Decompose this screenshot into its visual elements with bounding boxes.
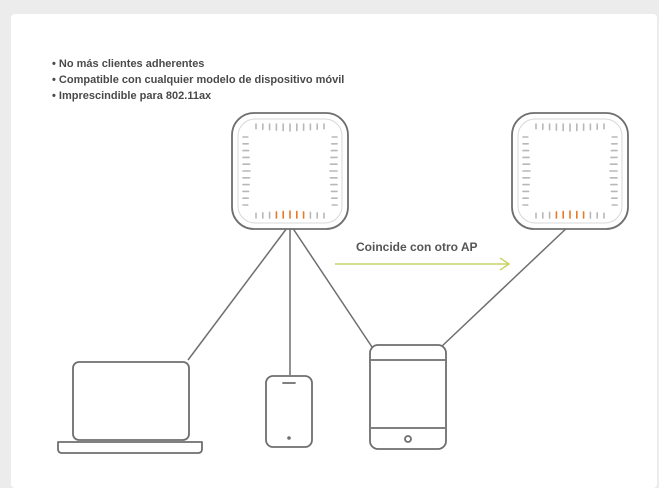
ap-inner-ring xyxy=(517,118,623,224)
connection-lines xyxy=(187,223,572,375)
laptop-icon xyxy=(57,361,203,454)
feature-list: No más clientes adherentes Compatible co… xyxy=(52,56,344,104)
smartphone-icon xyxy=(265,375,313,448)
ap-body xyxy=(231,112,349,230)
arrow-label: Coincide con otro AP xyxy=(356,240,478,254)
ap-inner-ring xyxy=(237,118,343,224)
tablet-icon xyxy=(369,344,447,450)
wireless-access-point-icon xyxy=(231,112,349,230)
arrow-right-icon xyxy=(335,257,511,271)
wireless-access-point-icon xyxy=(511,112,629,230)
link-ap-left-laptop xyxy=(187,223,291,361)
feature-item: Compatible con cualquier modelo de dispo… xyxy=(52,72,344,88)
ap-body xyxy=(511,112,629,230)
feature-item: Imprescindible para 802.11ax xyxy=(52,88,344,104)
link-ap-left-tablet xyxy=(289,223,375,351)
feature-item: No más clientes adherentes xyxy=(52,56,344,72)
link-ap-right-tablet xyxy=(439,223,572,349)
